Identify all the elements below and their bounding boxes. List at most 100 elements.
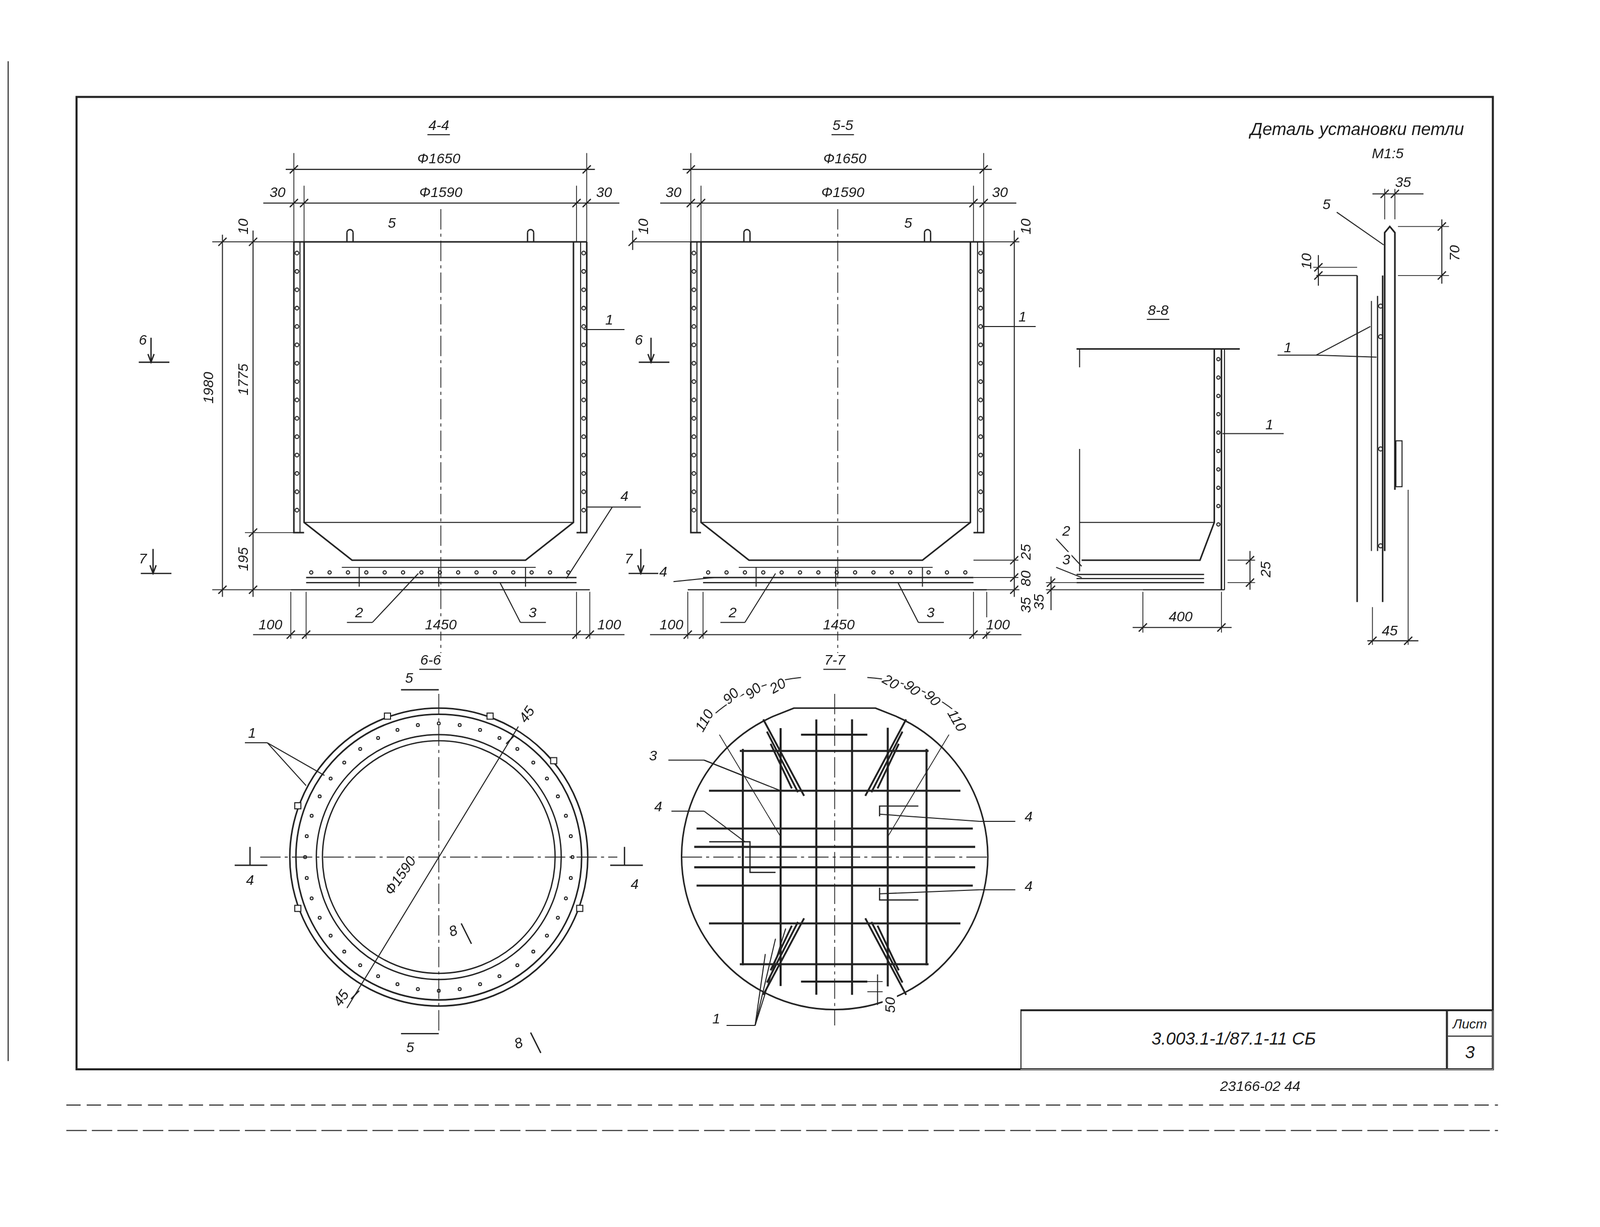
rebar-dot: [342, 760, 346, 764]
rebar-dot: [1216, 394, 1220, 398]
slab-bar: [1076, 573, 1204, 575]
inner-cavity: [700, 522, 971, 524]
rebar-dot: [516, 964, 520, 968]
dimension-tick: [248, 237, 258, 246]
drawing-label: 90: [719, 684, 742, 708]
dimension-tick: [1403, 636, 1413, 646]
drawing-label: 1: [1264, 417, 1275, 432]
rebar: [763, 719, 805, 797]
rebar-dot: [342, 950, 346, 954]
slab-line: [1142, 589, 1225, 591]
section-title: 4-4: [427, 117, 451, 136]
dimension-tick: [1047, 585, 1056, 594]
rebar-dot: [978, 343, 983, 347]
dimension-line: [1013, 230, 1015, 598]
dimension-line: [346, 726, 519, 1009]
dimension-line: [1367, 640, 1419, 642]
rebar: [770, 743, 792, 789]
rebar-dot: [1216, 375, 1220, 379]
drawing-label: 4: [629, 876, 640, 891]
leader-line: [346, 621, 373, 623]
drawing-label: 25: [1258, 560, 1273, 579]
rebar-dot: [691, 453, 696, 457]
section-mark: [650, 337, 653, 363]
section-mark: [628, 572, 660, 575]
drawing-label: 1: [711, 1011, 722, 1026]
lifting-loop: [1384, 226, 1395, 552]
ring-wall: [973, 241, 984, 533]
extension-line: [576, 185, 578, 242]
leader-line: [520, 621, 547, 623]
slab-line: [687, 589, 987, 591]
extension-line: [293, 153, 295, 242]
inner-cavity: [1081, 349, 1214, 561]
section-mark: [610, 864, 644, 867]
ring-top: [690, 240, 984, 243]
leader-line: [1316, 326, 1371, 356]
drawing-label: 1: [246, 725, 258, 740]
leader-line: [754, 938, 776, 1026]
leader-line: [267, 742, 307, 786]
rebar-dot: [329, 777, 333, 781]
extension-line: [212, 589, 291, 591]
drawing-label: 8: [445, 922, 461, 939]
lifting-loop: [743, 232, 745, 242]
rebar-dot: [582, 398, 586, 402]
drawing-label: 90: [900, 676, 924, 699]
rebar-dot: [978, 398, 983, 402]
rebar-dot: [978, 361, 983, 365]
drawing-label: 100: [596, 617, 622, 632]
rebar-dot: [582, 251, 586, 255]
drawing-label: 3: [527, 605, 538, 620]
dimension-tick: [299, 199, 308, 208]
drawing-label: 20: [765, 675, 789, 697]
dimension-tick: [351, 990, 360, 999]
slab-bar: [801, 980, 868, 983]
drawing-label: 20: [879, 670, 903, 692]
section-mark: [401, 688, 439, 691]
leader-line: [918, 621, 944, 623]
section-arrow: [150, 565, 157, 574]
inner-cavity: [303, 522, 574, 524]
section-mark: [249, 847, 251, 866]
leader-line: [566, 506, 613, 579]
extension-line: [1045, 589, 1143, 591]
drawing-label: 400: [1167, 609, 1194, 624]
rebar-dot: [295, 379, 299, 384]
dimension-tick: [969, 199, 978, 208]
dimension-line: [221, 234, 223, 598]
rebar-dot: [305, 876, 309, 880]
leader-line: [879, 814, 980, 822]
detail-title: Деталь установки петли: [1249, 120, 1465, 139]
drawing-label: 1: [1282, 339, 1293, 354]
rebar-dot: [401, 570, 405, 574]
ring-top: [1076, 348, 1240, 350]
dimension-tick: [582, 199, 591, 208]
leader-line: [754, 928, 786, 1026]
rebar-dot: [382, 570, 387, 574]
dimension-tick: [686, 165, 695, 174]
ring-wall: [1356, 275, 1359, 603]
drawing-label: 90: [921, 686, 944, 710]
rebar-dot: [329, 934, 333, 938]
axis-line: [834, 693, 836, 1026]
dimension-tick: [1010, 585, 1019, 594]
rebar-dot: [1378, 543, 1383, 548]
extension-line: [632, 241, 692, 243]
leader-line: [979, 889, 1016, 891]
ring-wall: [696, 241, 698, 533]
slab-bar: [1076, 578, 1204, 580]
loop-detail: [1277, 188, 1449, 646]
rebar-dot: [853, 570, 857, 574]
drawing-label: 110: [944, 706, 970, 735]
rebar-dot: [691, 269, 696, 274]
leader-line: [720, 621, 746, 623]
drawing-label: 4: [653, 798, 664, 813]
lifting-loop: [527, 229, 534, 233]
rebar-dot: [295, 453, 299, 457]
slab-bar: [305, 582, 577, 584]
leader-line: [586, 506, 641, 508]
inner-cavity: [1079, 522, 1214, 524]
rebar-dot: [691, 361, 696, 365]
rebar-dot: [416, 723, 420, 727]
